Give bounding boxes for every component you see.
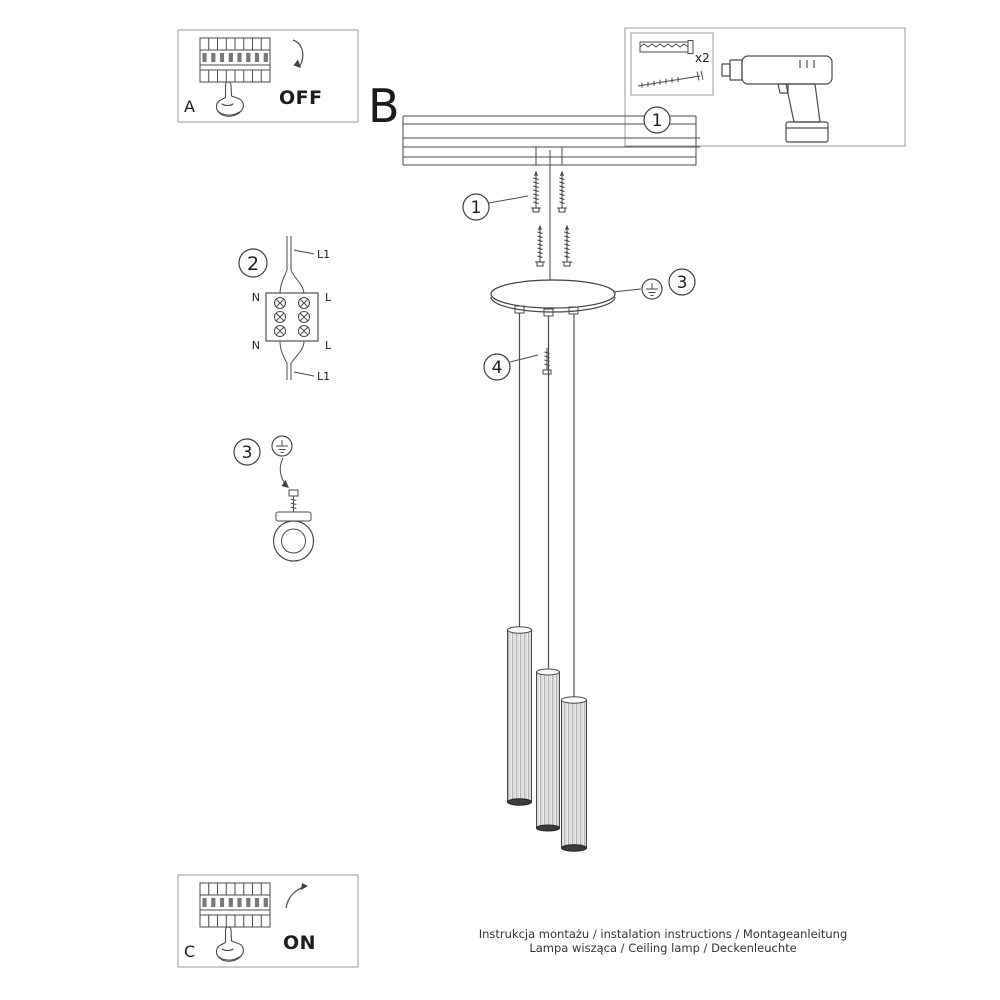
- wire-label-l1-top: L1: [317, 248, 330, 261]
- mounting-assembly: [490, 150, 616, 375]
- mounting-screws-stage1: [530, 171, 568, 213]
- state-on-label: ON: [283, 932, 316, 954]
- footer-line-2: Lampa wisząca / Ceiling lamp / Deckenleu…: [529, 941, 796, 955]
- callout-4: 4: [492, 358, 503, 378]
- breaker-icon: [199, 882, 271, 928]
- switch-on-arrow-icon: [285, 883, 308, 909]
- hand-icon: [215, 926, 244, 962]
- wire-label-l-bottom: L: [325, 339, 332, 352]
- step-a-panel: OFF A: [177, 29, 359, 123]
- wiring-diagram: L1 L1 N L N L: [252, 236, 332, 383]
- step-c-panel: ON C: [177, 874, 359, 968]
- pendant-lamp: [507, 313, 587, 852]
- callout-1-tools: 1: [652, 111, 663, 131]
- footer-line-1: Instrukcja montażu / instalation instruc…: [479, 927, 848, 941]
- footer: Instrukcja montażu / instalation instruc…: [479, 927, 848, 955]
- shade-left: [507, 626, 532, 806]
- shade-middle: [536, 668, 560, 832]
- switch-off-arrow-icon: [292, 39, 304, 68]
- callout-2: 2: [247, 253, 259, 275]
- clamp-icon: [272, 489, 315, 562]
- terminal-screws: [274, 297, 310, 337]
- mounting-screws-stage2: [534, 225, 573, 267]
- canopy: [490, 279, 616, 317]
- canopy-earth-symbol-icon: [641, 278, 663, 300]
- drill-icon: [721, 55, 833, 143]
- wire-label-l1-bottom: L1: [317, 370, 330, 383]
- strain-relief-screw-icon: [542, 348, 552, 375]
- step-a-label: A: [184, 97, 195, 116]
- screw-icon: [637, 70, 704, 88]
- callout-3-canopy: 3: [677, 273, 688, 293]
- shade-right: [561, 696, 587, 852]
- wire-label-n-top: N: [252, 291, 260, 304]
- callout-3-clamp: 3: [242, 443, 253, 463]
- wire-label-l-top: L: [325, 291, 332, 304]
- wire-label-n-bottom: N: [252, 339, 260, 352]
- hand-icon: [215, 81, 244, 117]
- state-off-label: OFF: [279, 87, 323, 109]
- step-b-label: B: [368, 79, 400, 133]
- anchor-count-label: x2: [695, 51, 710, 65]
- callouts: 1 1 2 3 4 3: [233, 106, 696, 466]
- step-c-label: C: [184, 942, 195, 961]
- earth-symbol-icon: [271, 435, 293, 457]
- callout-1-screws: 1: [471, 198, 482, 218]
- wall-plug-icon: [639, 40, 694, 54]
- ceiling-illustration: [402, 115, 700, 166]
- breaker-icon: [199, 37, 271, 83]
- tools-panel: x2: [624, 27, 906, 147]
- earth-clamp-illustration: [271, 435, 315, 562]
